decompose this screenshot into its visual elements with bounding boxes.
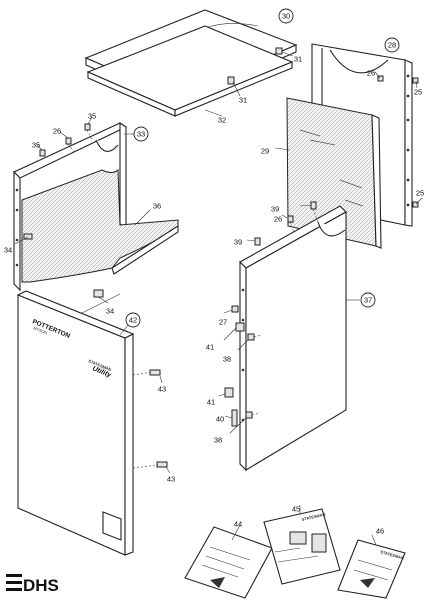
callout-45: 45 (292, 505, 300, 514)
dhs-logo: DHS (6, 574, 59, 595)
front-door (16, 290, 135, 556)
callout-34: 34 (106, 307, 114, 316)
callout-25: 25 (416, 189, 424, 198)
callout-34: 34 (4, 246, 12, 255)
screws-35-26 (36, 116, 93, 157)
screws-39-26 (246, 201, 319, 246)
right-side-panel (239, 205, 360, 472)
left-side-panel (13, 121, 135, 292)
callout-42: 42 (129, 316, 137, 325)
insulation-panel (274, 97, 382, 249)
callout-26: 26 (53, 127, 61, 136)
logo-text: DHS (23, 576, 59, 595)
top-shelf (86, 25, 294, 117)
callout-31: 31 (239, 96, 247, 105)
callout-46: 46 (376, 527, 384, 536)
callout-38: 38 (214, 436, 222, 445)
callout-44: 44 (234, 520, 242, 529)
callout-35: 35 (88, 112, 96, 121)
callout-25: 25 (414, 88, 422, 97)
callout-38: 38 (223, 355, 231, 364)
callout-36: 36 (153, 202, 161, 211)
manual-45: STATESMAN (263, 505, 341, 585)
callout-circle-28 (384, 37, 400, 53)
door-brand-sub-text: MYSON (33, 325, 49, 335)
callout-27: 27 (219, 318, 227, 327)
callout-39: 39 (234, 238, 242, 247)
callout-43: 43 (167, 475, 175, 484)
callout-37: 37 (364, 296, 372, 305)
callout-41: 41 (207, 398, 215, 407)
callout-circle-37 (360, 292, 376, 308)
callout-circle-33 (133, 126, 149, 142)
manual-44 (184, 524, 273, 599)
callout-circle-42 (125, 312, 141, 328)
callout-26: 26 (274, 215, 282, 224)
callout-labels: 3031313228262529253335263536343439263937… (4, 8, 424, 536)
callout-32: 32 (218, 116, 226, 125)
callout-30: 30 (282, 12, 290, 21)
callout-43: 43 (158, 385, 166, 394)
callout-39: 39 (271, 205, 279, 214)
brackets-41-38-40-27 (218, 305, 263, 434)
callout-26: 26 (367, 69, 375, 78)
callout-31: 31 (294, 55, 302, 64)
fixing-clips-31 (204, 47, 294, 117)
callout-40: 40 (216, 415, 224, 424)
callout-28: 28 (388, 41, 396, 50)
callout-41: 41 (206, 343, 214, 352)
manual-45-title: STATESMAN (301, 512, 326, 522)
manual-46-title: STATESMAN (380, 549, 405, 561)
manual-46: STATESMAN (337, 534, 406, 599)
callout-33: 33 (137, 130, 145, 139)
callout-35: 35 (32, 141, 40, 150)
callout-29: 29 (261, 147, 269, 156)
base-tray (21, 168, 179, 283)
door-hinge-pins-43 (132, 369, 171, 474)
callout-circle-30 (278, 8, 294, 24)
